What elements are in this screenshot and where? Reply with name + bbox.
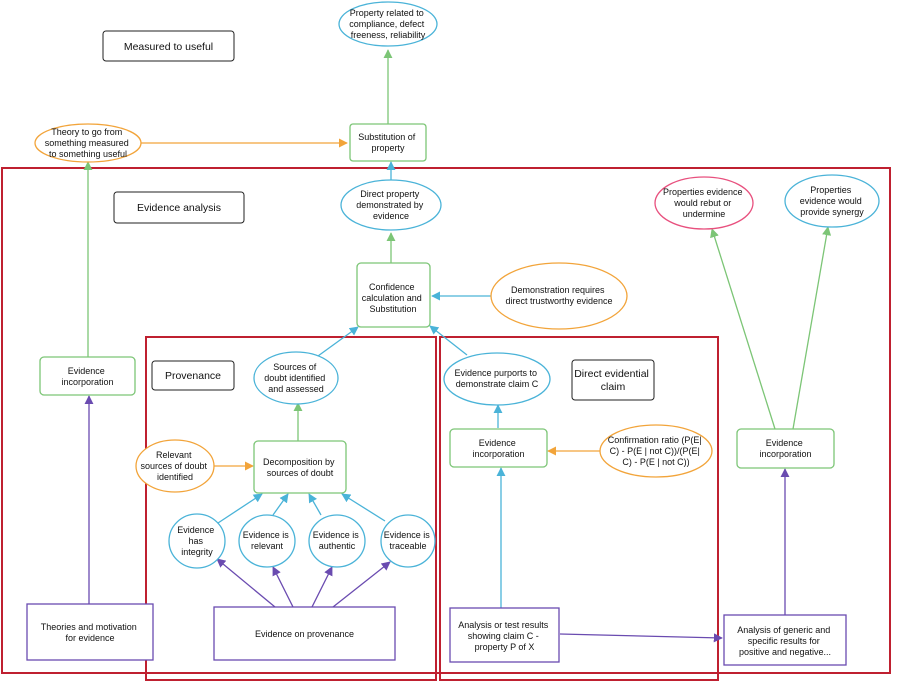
node-decomposition: Decomposition by sources of doubt: [253, 440, 347, 494]
arrow-relevant-ev-to-decomposition: [272, 493, 289, 516]
node-relevant-sources-text: Relevant sources of doubt identified: [140, 450, 209, 482]
node-evidence-incorporation-right: Evidence incorporation: [736, 428, 835, 469]
arrow-analysis-to-generic: [559, 633, 723, 643]
arrow-sources-to-confidence: [317, 326, 359, 357]
label-measured-to-useful-text: Measured to useful: [124, 41, 213, 53]
node-analysis-test-results: Analysis or test results showing claim C…: [449, 607, 560, 663]
node-property-related-text: Property related to compliance, defect f…: [349, 8, 427, 40]
node-evidence-authentic-text: Evidence is authentic: [313, 530, 362, 551]
node-theories-motivation: Theories and motivation for evidence: [26, 603, 154, 661]
arrow-provenance-to-traceable: [332, 561, 391, 608]
arrow-provenance-to-relevant: [272, 566, 294, 608]
node-demonstration-requires: Demonstration requires direct trustworth…: [490, 262, 628, 330]
frame-direct-evidential-claim: [439, 336, 719, 681]
node-theory-measured-useful: Theory to go from something measured to …: [34, 123, 142, 163]
node-evidence-on-provenance-text: Evidence on provenance: [255, 629, 354, 639]
node-evidence-integrity-text: Evidence has integrity: [177, 525, 217, 557]
node-analysis-generic-specific-text: Analysis of generic and specific results…: [737, 625, 833, 657]
node-evidence-relevant: Evidence is relevant: [238, 514, 296, 568]
node-evidence-traceable-text: Evidence is traceable: [384, 530, 433, 551]
node-substitution-of-property: Substitution of property: [349, 123, 427, 162]
node-properties-synergy-text: Properties evidence would provide synerg…: [800, 185, 865, 217]
node-evidence-integrity: Evidence has integrity: [168, 513, 226, 569]
node-confirmation-ratio-text: Confirmation ratio (P(E| C) - P(E | not …: [608, 435, 704, 467]
node-evidence-relevant-text: Evidence is relevant: [243, 530, 292, 551]
label-evidence-analysis-text: Evidence analysis: [137, 202, 221, 214]
arrow-integrity-to-decomposition: [217, 493, 263, 524]
arrows: [83, 49, 832, 643]
node-direct-property-demonstrated: Direct property demonstrated by evidence: [340, 179, 442, 231]
node-substitution-of-property-text: Substitution of property: [358, 132, 418, 153]
arrow-authentic-to-decomposition: [308, 493, 322, 516]
frame-evidence-analysis: [1, 167, 891, 674]
node-confidence-calculation-text: Confidence calculation and Substitution: [362, 282, 425, 314]
node-evidence-purports: Evidence purports to demonstrate claim C: [443, 352, 551, 406]
node-decomposition-text: Decomposition by sources of doubt: [263, 457, 337, 478]
node-analysis-generic-specific: Analysis of generic and specific results…: [723, 614, 847, 666]
node-property-related: Property related to compliance, defect f…: [338, 1, 438, 47]
label-provenance: Provenance: [151, 360, 235, 391]
node-evidence-purports-text: Evidence purports to demonstrate claim C: [454, 368, 539, 389]
arrow-provenance-to-authentic: [311, 566, 333, 608]
node-properties-synergy: Properties evidence would provide synerg…: [784, 174, 880, 228]
frame-provenance: [145, 336, 437, 681]
node-analysis-test-results-text: Analysis or test results showing claim C…: [458, 620, 551, 652]
node-direct-property-demonstrated-text: Direct property demonstrated by evidence: [356, 189, 426, 221]
label-direct-evidential-claim: Direct evidential claim: [571, 359, 655, 401]
node-properties-rebut: Properties evidence would rebut or under…: [654, 176, 754, 230]
arrow-incorporation-right-to-synergy: [792, 226, 832, 430]
node-evidence-incorporation-mid-text: Evidence incorporation: [472, 438, 524, 459]
node-theories-motivation-text: Theories and motivation for evidence: [41, 622, 140, 643]
node-evidence-traceable: Evidence is traceable: [380, 514, 436, 568]
label-measured-to-useful: Measured to useful: [102, 30, 235, 62]
label-provenance-text: Provenance: [165, 370, 221, 382]
node-evidence-incorporation-mid: Evidence incorporation: [449, 428, 548, 468]
node-properties-rebut-text: Properties evidence would rebut or under…: [663, 187, 745, 219]
label-direct-evidential-claim-text: Direct evidential claim: [574, 368, 652, 393]
node-evidence-incorporation-left: Evidence incorporation: [39, 356, 136, 396]
node-evidence-incorporation-left-text: Evidence incorporation: [61, 366, 113, 387]
node-evidence-authentic: Evidence is authentic: [308, 514, 366, 568]
arrow-traceable-to-decomposition: [341, 493, 386, 522]
arrow-provenance-to-integrity: [216, 558, 276, 608]
node-evidence-on-provenance: Evidence on provenance: [213, 606, 396, 661]
node-theory-measured-useful-text: Theory to go from something measured to …: [45, 127, 132, 159]
node-demonstration-requires-text: Demonstration requires direct trustworth…: [505, 285, 612, 306]
label-evidence-analysis: Evidence analysis: [113, 191, 245, 224]
node-confirmation-ratio: Confirmation ratio (P(E| C) - P(E | not …: [599, 424, 713, 478]
node-evidence-incorporation-right-text: Evidence incorporation: [759, 438, 811, 459]
arrow-purports-to-confidence: [429, 325, 468, 356]
arrow-incorporation-right-to-rebut: [710, 228, 776, 430]
node-confidence-calculation: Confidence calculation and Substitution: [356, 262, 431, 328]
node-sources-of-doubt-text: Sources of doubt identified and assessed: [264, 362, 328, 394]
node-relevant-sources: Relevant sources of doubt identified: [135, 439, 215, 493]
node-sources-of-doubt: Sources of doubt identified and assessed: [253, 351, 339, 405]
